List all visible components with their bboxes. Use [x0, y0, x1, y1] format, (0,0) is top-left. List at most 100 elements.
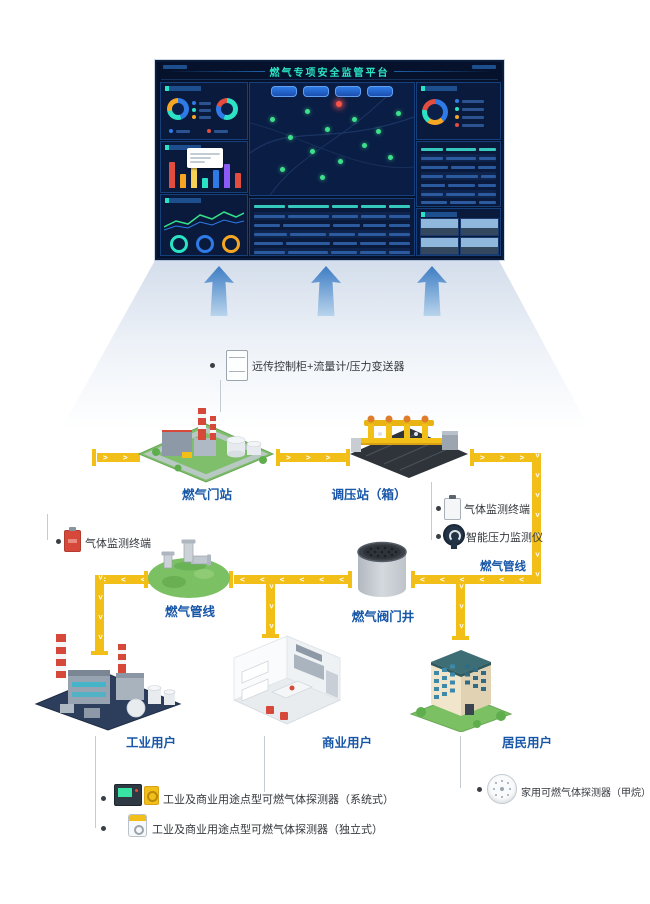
bar [202, 178, 208, 188]
home-gas-detector-icon [487, 774, 517, 804]
residential-user-illustration [407, 636, 515, 732]
bar [180, 174, 186, 188]
map-marker [305, 109, 310, 114]
panel-cameras [416, 208, 501, 256]
gas-terminal-icon [64, 527, 81, 552]
bullet-dot [436, 506, 441, 511]
map-marker [376, 129, 381, 134]
gas-pipe [95, 575, 104, 655]
pipe-cap [348, 571, 352, 588]
map-marker [280, 167, 285, 172]
mini-donut [196, 235, 214, 253]
mini-donut [222, 235, 240, 253]
pipe-cap [144, 571, 148, 588]
gas-detector-standalone-icon [128, 814, 147, 837]
pipeline-label: 燃气管线 [164, 605, 215, 619]
pipe-cap [92, 449, 96, 466]
panel-table [249, 198, 415, 256]
map-marker [270, 117, 275, 122]
connector-line [220, 380, 221, 412]
donut-chart [167, 98, 189, 120]
remote-cabinet-label: 远传控制柜+流量计/压力变送器 [252, 361, 405, 373]
pipe-cap [346, 449, 350, 466]
dashboard-title: 燃气专项安全监管平台 [269, 68, 390, 79]
line-chart [164, 211, 244, 231]
bullet-dot [101, 826, 106, 831]
regulator-label: 调压站（箱） [331, 488, 407, 502]
gas-pipe [280, 453, 346, 462]
gas-terminal-icon [444, 495, 461, 520]
mini-donut [170, 235, 188, 253]
bullet-dot [477, 787, 482, 792]
industrial-user-illustration [32, 626, 184, 732]
gas-pipe [234, 575, 352, 584]
pipe-cap [276, 449, 280, 466]
up-arrow-icon [202, 266, 236, 318]
connector-line [460, 736, 461, 788]
chart-tooltip [187, 148, 223, 168]
detector-system-label: 工业及商业用途点型可燃气体探测器（系统式） [163, 794, 394, 806]
map-alarm-marker [336, 101, 342, 107]
gas-terminal-right-label: 气体监测终端 [464, 504, 530, 516]
map-marker [396, 111, 401, 116]
commercial-user-label: 商业用户 [321, 736, 372, 750]
gas-pipe [414, 575, 532, 584]
panel-lines [160, 194, 248, 256]
control-cabinet-icon [226, 350, 248, 381]
up-arrow-icon [309, 266, 343, 318]
title-deco-line [394, 71, 494, 72]
detector-home-label: 家用可燃气体探测器（甲烷） [521, 788, 650, 799]
bullet-dot [101, 796, 106, 801]
map-roads [250, 92, 414, 195]
gate-station-illustration [138, 394, 275, 484]
bullet-dot [436, 534, 441, 539]
pipeline-illustration [146, 536, 232, 600]
regulator-station-illustration [346, 398, 472, 480]
donut-chart [422, 99, 448, 125]
bullet-dot [210, 363, 215, 368]
pipe-cap [411, 571, 415, 588]
pipe-cap [452, 636, 469, 640]
bar [169, 162, 175, 188]
map-tab[interactable] [335, 86, 361, 97]
gas-pipe [456, 584, 465, 640]
map-marker [320, 175, 325, 180]
bar [213, 170, 219, 188]
camera-thumbnail [420, 237, 459, 255]
map-marker [310, 149, 315, 154]
pressure-monitor-label: 智能压力监测仪 [466, 532, 543, 544]
valve-well-illustration [351, 536, 413, 606]
up-arrow-icon [415, 266, 449, 318]
map-tab[interactable] [367, 86, 393, 97]
panel-donuts [160, 82, 248, 140]
map-toolbar [250, 86, 414, 97]
panel-bars [160, 141, 248, 193]
industrial-user-label: 工业用户 [125, 736, 176, 750]
connector-line [95, 736, 96, 828]
gas-pipe [266, 584, 275, 638]
map-tab[interactable] [303, 86, 329, 97]
gas-detector-panel-icon [114, 784, 142, 806]
pipe-cap [91, 651, 108, 655]
camera-thumbnail [460, 218, 499, 236]
commercial-user-illustration [228, 632, 346, 732]
gate-station-label: 燃气门站 [181, 488, 232, 502]
map-marker [288, 135, 293, 140]
gas-pipe [474, 453, 532, 462]
map-panel [249, 82, 415, 196]
gas-pipe [95, 575, 150, 584]
gas-pipe [97, 453, 140, 462]
dashboard-screen: 燃气专项安全监管平台 [155, 60, 504, 260]
map-marker [338, 159, 343, 164]
pipe-cap [229, 571, 233, 588]
map-marker [352, 117, 357, 122]
donut-chart [216, 98, 238, 120]
pipe-cap [470, 449, 474, 466]
map-tab[interactable] [271, 86, 297, 97]
title-deco-line [165, 71, 265, 72]
bullet-dot [56, 539, 61, 544]
panel-list [416, 141, 501, 207]
gas-pipe [532, 453, 541, 584]
bar [191, 166, 197, 188]
